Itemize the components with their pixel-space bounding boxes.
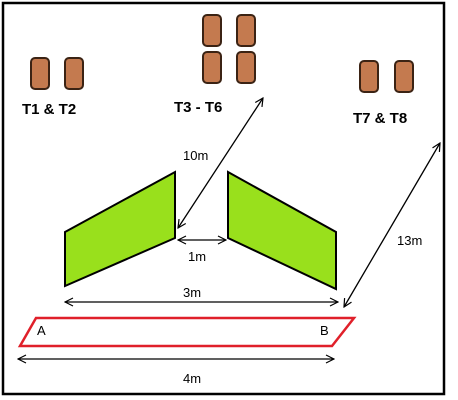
- label-t7-t8: T7 & T8: [353, 110, 407, 127]
- dim-label-3m: 3m: [183, 285, 201, 300]
- dim-label-1m: 1m: [188, 249, 206, 264]
- target-t6: [236, 51, 256, 84]
- target-group-t1-t2: [30, 57, 84, 90]
- dim-label-4m: 4m: [183, 371, 201, 386]
- dim-label-10m: 10m: [183, 148, 208, 163]
- target-t8: [394, 60, 414, 93]
- label-t1-t2: T1 & T2: [22, 101, 76, 118]
- target-t1: [30, 57, 50, 90]
- target-t2: [64, 57, 84, 90]
- point-label-b: B: [320, 323, 329, 338]
- target-t3: [202, 14, 222, 47]
- outer-border: [1, 1, 446, 396]
- arrow-10m: [178, 98, 263, 228]
- right-panel: [227, 170, 337, 291]
- target-t4: [236, 14, 256, 47]
- dim-label-13m: 13m: [397, 233, 422, 248]
- target-group-t7-t8: [359, 60, 414, 93]
- arrow-13m: [344, 143, 440, 307]
- target-t7: [359, 60, 379, 93]
- label-t3-t6: T3 - T6: [174, 99, 222, 116]
- target-t5: [202, 51, 222, 84]
- start-strip: [17, 316, 357, 348]
- point-label-a: A: [37, 323, 46, 338]
- left-panel: [64, 170, 176, 288]
- target-group-t3-t6: [202, 14, 256, 84]
